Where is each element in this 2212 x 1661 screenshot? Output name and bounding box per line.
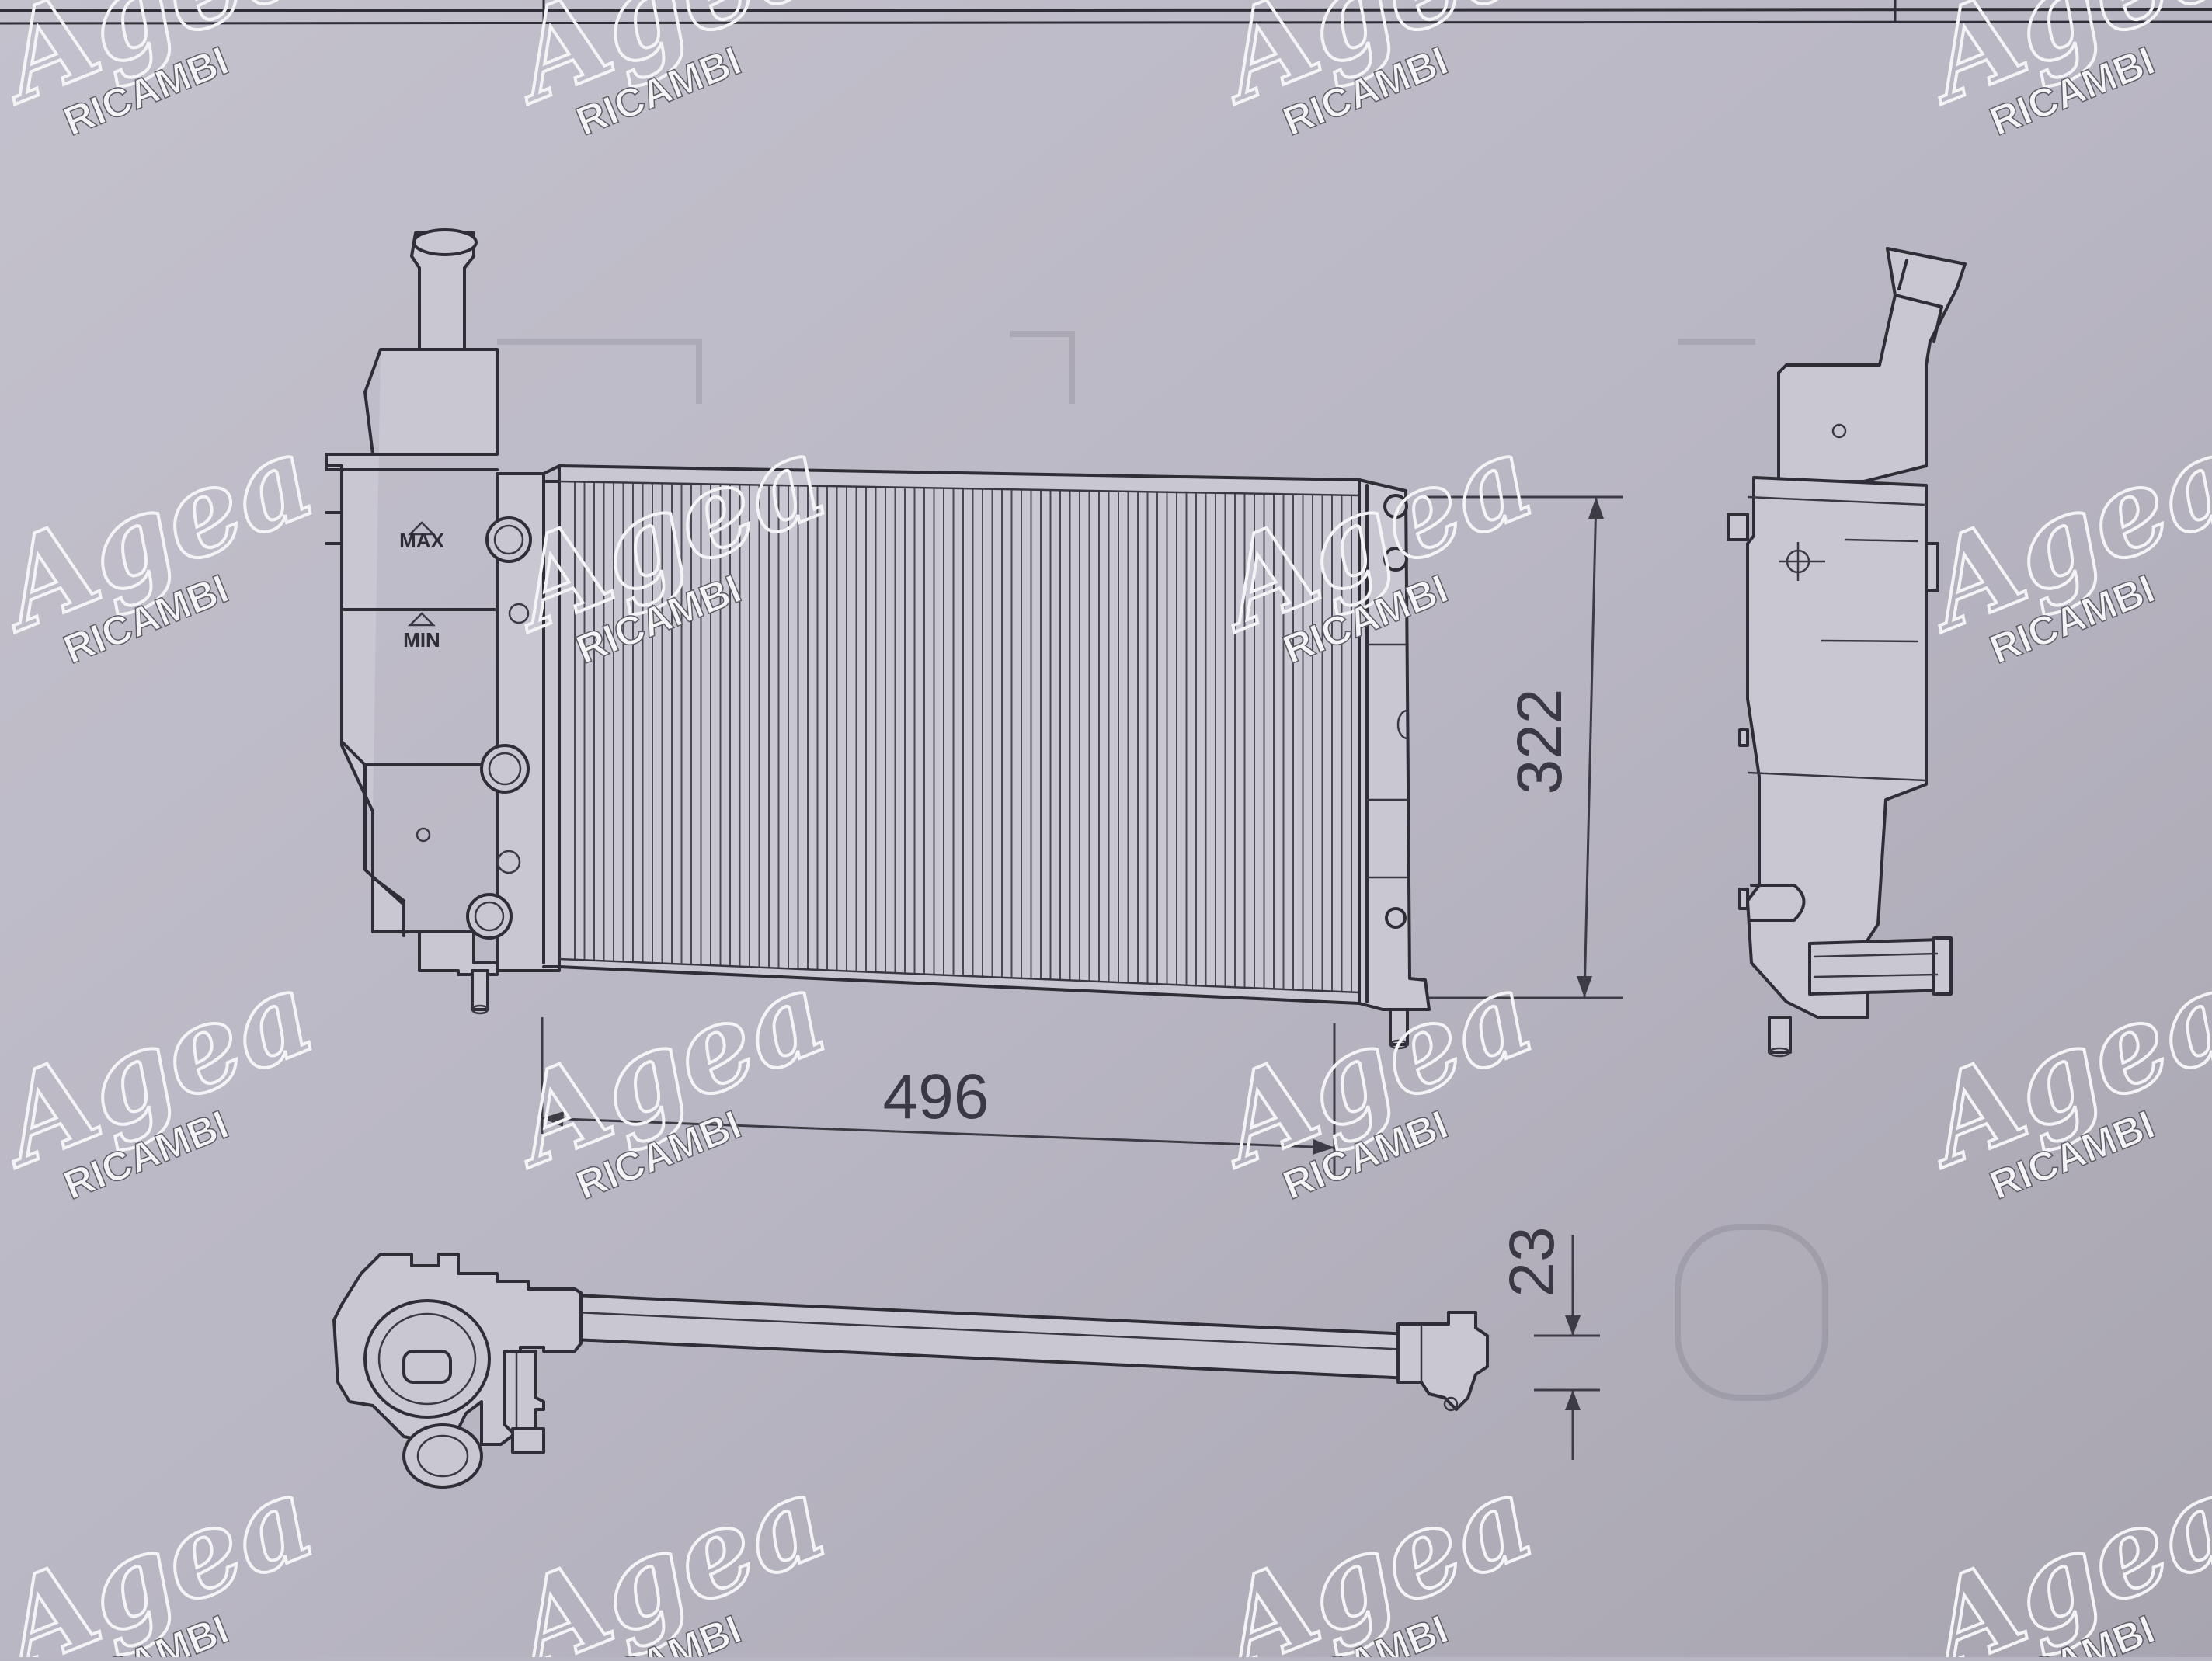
- right-header: [1358, 478, 1431, 1050]
- radiator-top-view: [332, 1253, 1489, 1489]
- max-label: MAX: [399, 529, 444, 552]
- min-label: MIN: [403, 628, 440, 652]
- width-value: 496: [883, 1062, 989, 1132]
- page-top-border: [0, 0, 2212, 25]
- width-dimension: 496: [541, 1017, 1336, 1180]
- radiator-front-view: MAX MIN: [325, 228, 1623, 1180]
- expansion-tank: MAX MIN: [325, 228, 499, 1015]
- height-dimension: 322: [1421, 495, 1623, 999]
- background-print-ghost: [497, 331, 1828, 1401]
- core-fins: [574, 481, 1352, 992]
- depth-dimension: 23: [1497, 1226, 1600, 1460]
- height-value: 322: [1504, 689, 1575, 795]
- radiator-side-view: [1727, 247, 1967, 1058]
- left-header: [466, 472, 561, 972]
- depth-value: 23: [1497, 1226, 1567, 1297]
- radiator-core: [542, 464, 1361, 1005]
